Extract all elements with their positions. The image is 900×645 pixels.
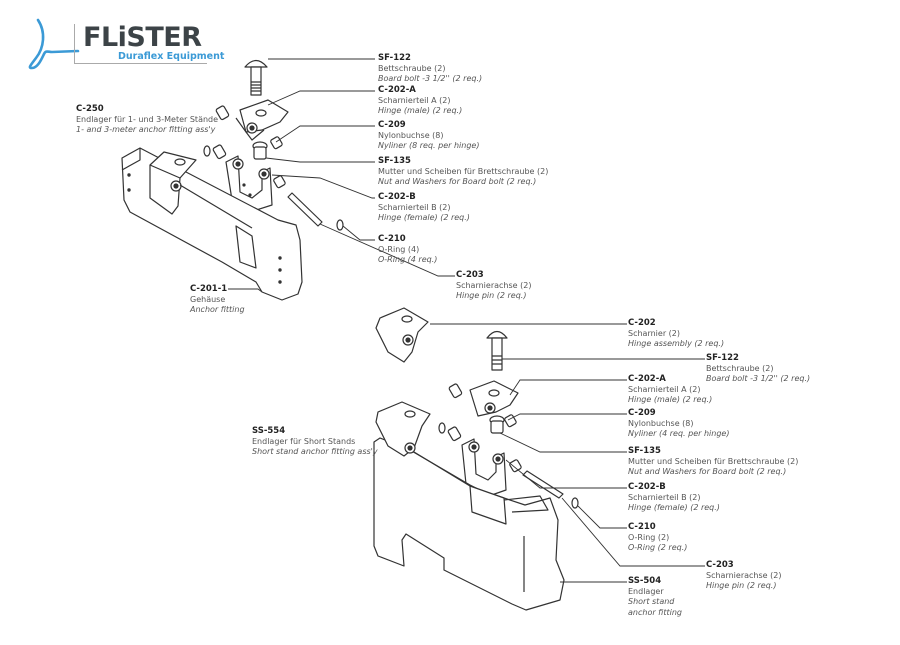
part-label: SF-122 Bettschraube (2) Board bolt -3 1/… [378,53,483,83]
logo-underline [74,63,207,64]
part-label: SS-504 Endlager Short stand anchor fitti… [628,576,682,617]
upper-anchor-housing [121,147,303,301]
upper-hinge-pin [287,192,323,227]
logo-divider [74,24,75,64]
part-label: C-202-A Scharnierteil A (2) Hinge (male)… [378,85,463,115]
part-label: C-210 O-Ring (4) O-Ring (4 req.) [378,234,438,264]
part-label: SF-122 Bettschraube (2) Board bolt -3 1/… [706,353,811,383]
part-label: C-202-A Scharnierteil A (2) Hinge (male)… [628,374,713,404]
swoosh-icon [28,18,80,70]
upper-hinge-male [235,99,289,141]
upper-nut-washer [252,141,268,160]
upper-oring [203,145,344,231]
brand-name: FLiSTER [83,22,202,53]
upper-hinge-female [225,155,273,213]
lower-hinge-pin [522,470,564,499]
leader-lines [228,58,705,583]
part-label: C-202-B Scharnierteil B (2) Hinge (femal… [628,482,720,512]
lower-oring [438,422,579,509]
part-label: C-209 Nylonbuchse (8) Nyliner (8 req. pe… [378,120,480,150]
assembly-title-upper: C-250 Endlager für 1- und 3-Meter Stände… [76,104,219,134]
lower-anchor-housing [373,401,565,611]
part-label: C-202 Scharnier (2) Hinge assembly (2 re… [628,318,725,348]
lower-nyliner [447,383,522,473]
assembly-title-lower: SS-554 Endlager für Short Stands Short s… [252,426,378,456]
brand-tagline: Duraflex Equipment [118,51,225,62]
part-label: SF-135 Mutter und Scheiben für Brettschr… [628,446,799,476]
lower-nut-washer [489,415,505,434]
part-label: C-209 Nylonbuchse (8) Nyliner (4 req. pe… [628,408,730,438]
part-label: C-210 O-Ring (2) O-Ring (2 req.) [628,522,688,552]
part-label: C-202-B Scharnierteil B (2) Hinge (femal… [378,192,470,222]
lower-hinge-assembly [375,307,429,363]
part-label: C-203 Scharnierachse (2) Hinge pin (2 re… [456,270,532,300]
lower-board-bolt [486,330,508,371]
upper-nyliner [212,105,286,189]
part-label: C-201-1 Gehäuse Anchor fitting [190,284,245,314]
part-label: SF-135 Mutter und Scheiben für Brettschr… [378,156,549,186]
upper-board-bolt [244,59,268,96]
part-label: C-203 Scharnierachse (2) Hinge pin (2 re… [706,560,782,590]
lower-hinge-male [469,380,519,417]
